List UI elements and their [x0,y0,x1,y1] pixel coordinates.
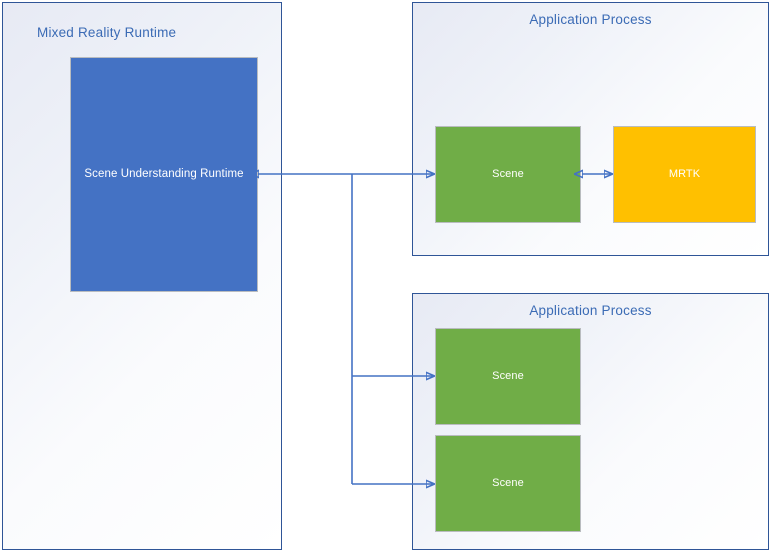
block-scene-1[interactable]: Scene [435,126,581,223]
block-scene-3[interactable]: Scene [435,435,581,532]
panel-title-application-process-2: Application Process [529,303,652,318]
block-label-scene-2: Scene [492,369,524,382]
block-label-scene-understanding-runtime: Scene Understanding Runtime [84,167,244,180]
block-mrtk[interactable]: MRTK [613,126,756,223]
panel-title-application-process-1: Application Process [529,12,652,27]
block-scene-understanding-runtime[interactable]: Scene Understanding Runtime [70,57,258,292]
block-label-scene-1: Scene [492,167,524,180]
block-label-scene-3: Scene [492,476,524,489]
block-label-mrtk: MRTK [668,167,701,180]
block-scene-2[interactable]: Scene [435,328,581,425]
panel-title-mixed-reality-runtime: Mixed Reality Runtime [37,25,177,40]
